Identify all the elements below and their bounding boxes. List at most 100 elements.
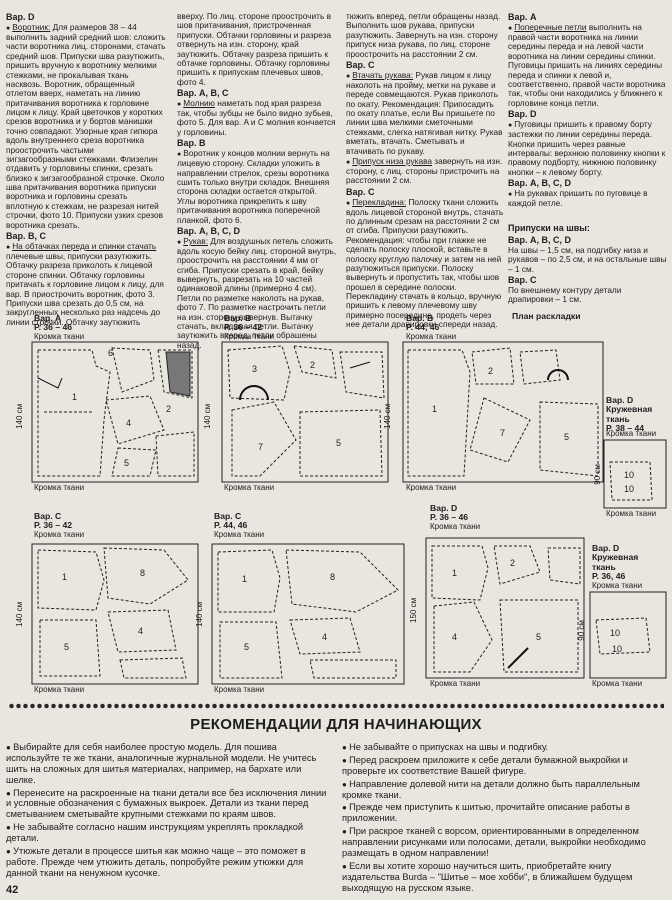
section-heading: Вар. C xyxy=(508,274,537,285)
instruction-text: Пуговицы пришить к правому борту застежк… xyxy=(508,119,666,177)
recommendation-item: При раскрое тканей с ворсом, ориентирова… xyxy=(342,826,668,859)
svg-text:10: 10 xyxy=(610,628,620,638)
svg-text:8: 8 xyxy=(140,568,145,578)
recommendations-title: РЕКОМЕНДАЦИИ ДЛЯ НАЧИНАЮЩИХ xyxy=(190,716,482,733)
layout-a-width: 140 см xyxy=(15,403,25,429)
layout-b2-frame xyxy=(402,341,604,483)
instructions-col-4: Вар. AПоперечные петли выполнить на прав… xyxy=(508,12,668,306)
instruction-text: выполнить на правой части воротника на л… xyxy=(508,22,666,108)
layout-d-width: 150 см xyxy=(409,597,419,623)
layout-d-lace-1-fabric: Кружевная xyxy=(606,404,653,415)
section-heading: Вар. B, C xyxy=(6,230,47,241)
section-heading: Вар. B xyxy=(177,138,206,149)
instruction-text: На швы – 1,5 см, на подгибку низа и рука… xyxy=(508,244,667,274)
recommendation-item: Если вы хотите хорошо научиться шить, пр… xyxy=(342,861,668,894)
instruction-paragraph: Воротник у концов молнии вернуть на лице… xyxy=(177,149,337,225)
instruction-paragraph: Молнию наметать под края разреза так, чт… xyxy=(177,98,337,137)
instruction-text: Воротник у концов молнии вернуть на лице… xyxy=(177,148,330,225)
recommendation-item: Утюжьте детали в процессе шитья как можн… xyxy=(6,846,332,879)
instruction-text: Полоску ткани сложить вдоль лицевой стор… xyxy=(346,196,504,330)
layout-c-variant: Вар. C xyxy=(34,511,62,521)
instruction-lead: На обтачках переда и спинки стачать xyxy=(12,241,157,252)
recommendation-item: Не забывайте о припусках на швы и подгиб… xyxy=(342,742,668,753)
svg-text:3: 3 xyxy=(252,364,257,374)
layout-b-width: 140 см xyxy=(203,403,213,429)
layout-d-pieces xyxy=(431,545,581,673)
instruction-paragraph: На рукавах пришить по пуговице в каждой … xyxy=(508,188,668,208)
dotted-separator xyxy=(8,702,664,710)
layout-d-lace-2-frame xyxy=(589,591,667,679)
instruction-paragraph: На швы – 1,5 см, на подгибку низа и рука… xyxy=(508,244,668,274)
layout-d-labels: Вар. D P. 36 – 46 Кромка ткани xyxy=(430,503,480,532)
section-heading: Вар. C xyxy=(346,59,375,70)
svg-text:10: 10 xyxy=(624,484,634,494)
svg-text:5: 5 xyxy=(564,432,569,442)
layout-b2-selvage-bottom: Кромка ткани xyxy=(406,483,457,492)
instruction-text: наметать под края разреза так, чтобы зуб… xyxy=(177,98,336,137)
svg-text:1: 1 xyxy=(452,568,457,578)
instruction-lead: Поперечные петли xyxy=(514,22,587,33)
layout-a-hatch xyxy=(165,351,191,397)
recommendations-left: Выбирайте для себя наиболее простую моде… xyxy=(6,742,332,881)
svg-text:5: 5 xyxy=(244,642,249,652)
layout-b-selvage-bottom: Кромка ткани xyxy=(224,483,275,492)
instruction-lead: Рукав: xyxy=(183,236,209,247)
layout-c2-variant: Вар. C xyxy=(214,511,242,521)
recommendation-item: Перенесите на раскроенные на ткани детал… xyxy=(6,788,332,821)
svg-text:1: 1 xyxy=(432,404,437,414)
instruction-lead: Молнию xyxy=(183,98,215,109)
layout-c-sizes: P. 36 – 42 xyxy=(34,520,73,531)
instruction-text: По внешнему контуру детали драпировки – … xyxy=(508,285,622,305)
layout-b-labels: Вар. B P. 36 – 42 Кромка ткани xyxy=(224,313,274,342)
instruction-text: Для воздушных петель сложить вдоль косую… xyxy=(177,236,337,350)
layout-d-lace-2-width: 90 см xyxy=(576,620,586,641)
layout-d-lace-2-fabric-2: ткань xyxy=(592,561,616,572)
svg-text:2: 2 xyxy=(166,404,171,414)
recommendations-right: Не забывайте о припусках на швы и подгиб… xyxy=(342,742,668,895)
layout-b2-sizes: P. 44, 46 xyxy=(406,322,440,333)
layout-c-selvage-top: Кромка ткани xyxy=(34,529,85,539)
svg-text:2: 2 xyxy=(310,360,315,370)
instruction-paragraph: вверху. По лиц. стороне проострочить в ш… xyxy=(177,11,337,87)
layout-b2-variant: Вар. B xyxy=(406,313,434,323)
instruction-paragraph: Втачать рукава: Рукав лицом к лицу накол… xyxy=(346,70,504,156)
instruction-text: тюжить вперед, петли обращены назад. Вып… xyxy=(346,11,501,59)
layout-d-lace-2-labels: Вар. D Кружевная ткань P. 36, 46 xyxy=(592,543,638,582)
layout-c2-sizes: P. 44, 46 xyxy=(214,520,248,531)
instruction-paragraph: На обтачках переда и спинки стачать плеч… xyxy=(6,241,166,327)
layout-a-variant: Вар. A xyxy=(34,313,62,323)
layout-b-sizes: P. 36 – 42 xyxy=(224,322,263,333)
svg-text:10: 10 xyxy=(624,470,634,480)
layout-b-frame xyxy=(221,341,389,483)
layout-c-labels: Вар. C P. 36 – 42 Кромка ткани xyxy=(34,511,85,540)
layout-d-lace-1-variant: Вар. D xyxy=(606,395,634,405)
instructions-col-2: вверху. По лиц. стороне проострочить в ш… xyxy=(177,11,337,351)
layout-d-lace-1-labels: Вар. D Кружевная ткань P. 38 – 44 xyxy=(606,395,653,434)
layout-c2-selvage-top: Кромка ткани xyxy=(214,529,265,539)
layout-d-lace-1-sizes: P. 38 – 44 xyxy=(606,423,645,434)
svg-text:5: 5 xyxy=(64,642,69,652)
instruction-text: плечевые швы, припуски разутюжить. Обтач… xyxy=(6,251,164,327)
layout-d-lace-2-variant: Вар. D xyxy=(592,543,620,553)
instruction-text: завернуть на изн. сторону, с лиц. сторон… xyxy=(346,155,503,186)
layout-a-selvage-bottom: Кромка ткани xyxy=(34,483,85,492)
section-heading: Припуски на швы: xyxy=(508,223,590,234)
svg-text:5: 5 xyxy=(536,632,541,642)
recommendation-item: Прежде чем приступить к шитью, прочитайт… xyxy=(342,802,668,824)
layout-c-width: 140 см xyxy=(15,601,25,627)
instruction-paragraph: Пуговицы пришить к правому борту застежк… xyxy=(508,119,668,177)
layout-b-pieces xyxy=(227,345,385,477)
layout-c2-width: 140 см xyxy=(195,601,205,627)
layout-c2-frame xyxy=(211,543,405,685)
instruction-paragraph: По внешнему контуру детали драпировки – … xyxy=(508,285,668,305)
layout-a-pieces xyxy=(37,347,195,477)
section-heading: Вар. A, B, C xyxy=(177,88,229,98)
layout-d-sizes: P. 36 – 46 xyxy=(430,512,469,523)
layout-b2-selvage-top: Кромка ткани xyxy=(406,331,457,341)
svg-text:10: 10 xyxy=(612,644,622,654)
instruction-paragraph: Рукав: Для воздушных петель сложить вдол… xyxy=(177,236,337,350)
layout-a-labels: Вар. A P. 36 – 46 Кромка ткани xyxy=(34,313,85,342)
layout-a-selvage-top: Кромка ткани xyxy=(34,331,85,341)
instruction-paragraph: тюжить вперед, петли обращены назад. Вып… xyxy=(346,11,504,59)
